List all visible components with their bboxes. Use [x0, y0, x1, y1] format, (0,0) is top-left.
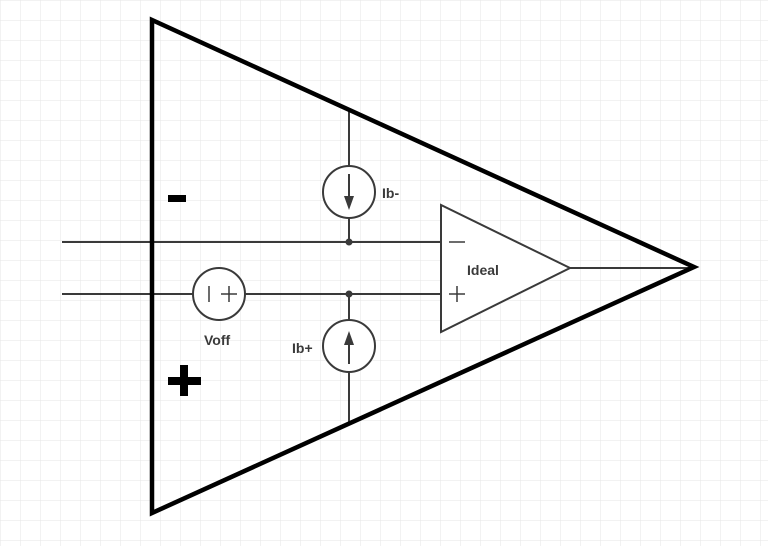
ideal-opamp-triangle: [440, 203, 573, 334]
wires: [62, 108, 694, 424]
voff-label: Voff: [204, 332, 231, 348]
junction-dot-inverting: [345, 238, 353, 246]
ib-plus-label: Ib+: [292, 340, 313, 356]
offset-voltage-source: [192, 267, 246, 321]
ib-minus-label: Ib-: [382, 185, 399, 201]
arrow-up-icon: [344, 331, 354, 345]
voff-plus-symbol: [221, 286, 237, 302]
current-source-ib-plus: [322, 319, 376, 373]
outer-plus-sign: [168, 365, 201, 396]
ideal-noninverting-symbol: [449, 286, 465, 302]
junction-dot-noninverting: [345, 290, 353, 298]
arrow-down-icon: [344, 196, 354, 210]
ideal-label: Ideal: [467, 262, 499, 278]
outer-opamp-triangle: [149, 16, 700, 517]
current-source-ib-minus: [322, 165, 376, 219]
outer-minus-sign: [168, 195, 186, 202]
